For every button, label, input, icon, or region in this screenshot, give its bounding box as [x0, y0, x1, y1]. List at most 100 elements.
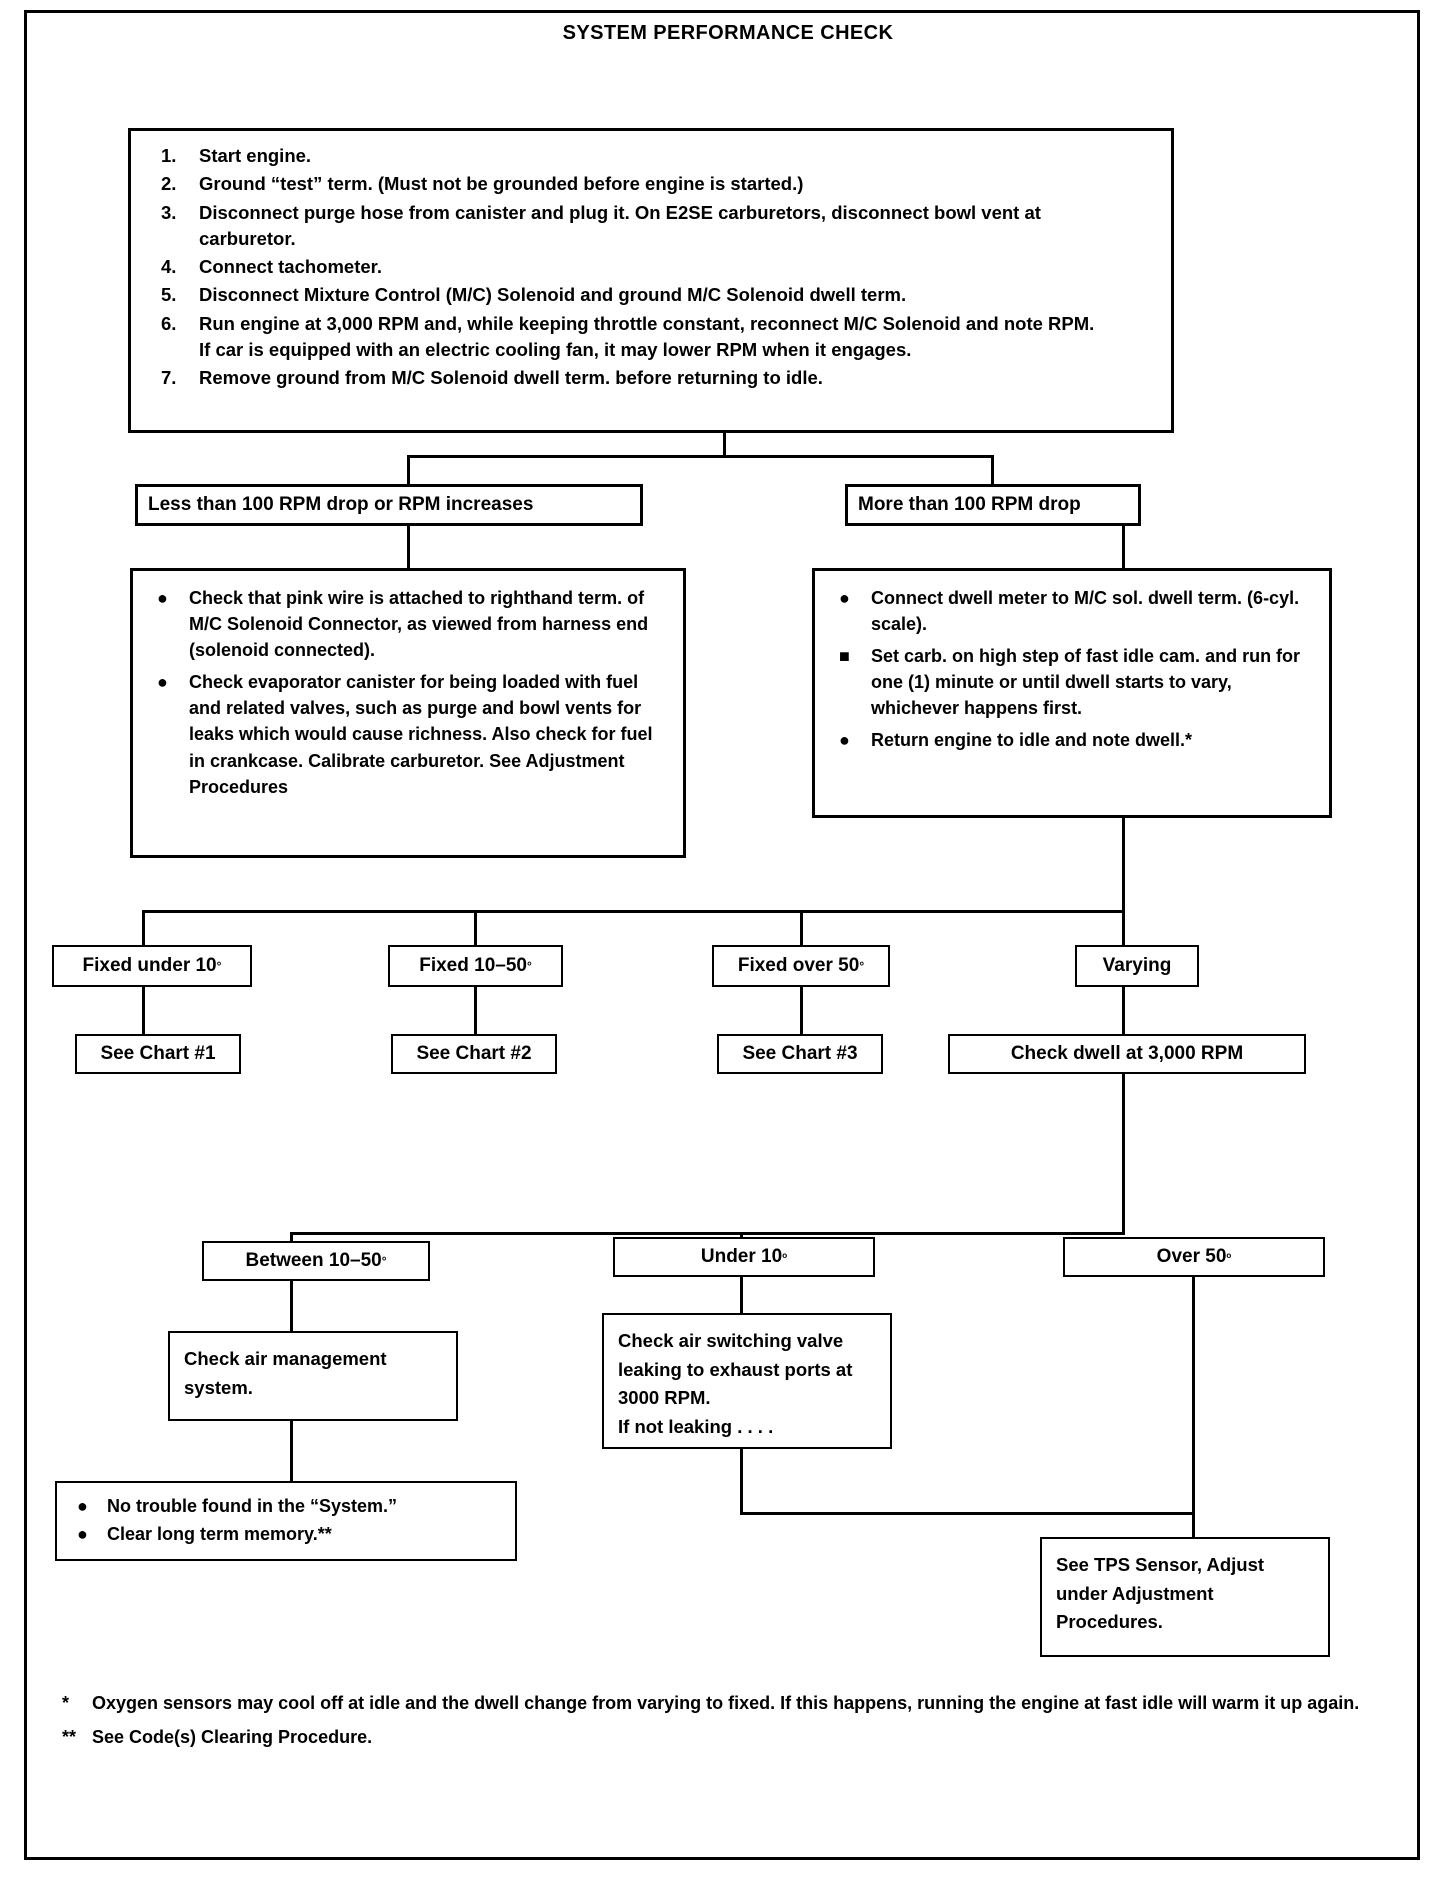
connector-check-dwell-to-split — [1122, 1074, 1125, 1235]
right-action-bullet-3: ● Return engine to idle and note dwell.* — [827, 727, 1317, 753]
dwell3000-label-between: Between 10–50° — [245, 1250, 387, 1271]
bullet-icon: ● — [157, 672, 168, 693]
connector-fixed-over-50-down — [800, 910, 803, 945]
left-action-bullet-1: ● Check that pink wire is attached to ri… — [145, 585, 671, 663]
step-7: 7. Remove ground from M/C Solenoid dwell… — [145, 365, 1157, 391]
step-text: Disconnect purge hose from canister and … — [199, 201, 1041, 223]
connector-second-split-horizontal — [290, 1232, 1125, 1235]
footnote-marker: * — [62, 1693, 70, 1713]
no-trouble-box: ● No trouble found in the “System.” ● Cl… — [55, 1481, 517, 1561]
bullet-icon: ● — [157, 588, 168, 608]
connector-varying-down — [1122, 910, 1125, 945]
dwell-box-fixed-over-50[interactable]: Fixed over 50° — [712, 945, 890, 987]
procedure-steps-box: 1. Start engine. 2. Ground “test” term. … — [128, 128, 1174, 433]
step-3: 3. Disconnect purge hose from canister a… — [145, 200, 1157, 253]
connector-chart3-down — [800, 987, 803, 1034]
dwell-label-fixed-over-50: Fixed over 50° — [737, 955, 865, 976]
air-switching-box: Check air switching valve leaking to exh… — [602, 1313, 892, 1449]
footnote-marker: ** — [62, 1727, 77, 1748]
right-action-text: Return engine to idle and note dwell.* — [871, 730, 1193, 751]
chart-box-2[interactable]: See Chart #2 — [391, 1034, 557, 1074]
procedure-steps-list: 1. Start engine. 2. Ground “test” term. … — [131, 131, 1171, 403]
left-action-text: Check that pink wire is attached to righ… — [189, 588, 649, 661]
check-dwell-box[interactable]: Check dwell at 3,000 RPM — [948, 1034, 1306, 1074]
step-4: 4. Connect tachometer. — [145, 254, 1157, 280]
step-1: 1. Start engine. — [145, 143, 1157, 169]
connector-right-actions-down — [1122, 526, 1125, 568]
chart-label-3: See Chart #3 — [742, 1043, 858, 1064]
branch-box-more-than-100[interactable]: More than 100 RPM drop — [845, 484, 1141, 526]
check-dwell-label: Check dwell at 3,000 RPM — [1010, 1043, 1244, 1064]
connector-fixed-10-50-down — [474, 910, 477, 945]
connector-air-switch-down — [740, 1449, 743, 1515]
bullet-icon: ● — [77, 1524, 88, 1545]
no-trouble-list: ● No trouble found in the “System.” ● Cl… — [57, 1483, 515, 1555]
right-actions-list: ● Connect dwell meter to M/C sol. dwell … — [815, 571, 1329, 772]
branch-label-more-than-100: More than 100 RPM drop — [858, 494, 1081, 515]
step-text-group: Disconnect purge hose from canister and … — [199, 200, 1157, 253]
chart-box-1[interactable]: See Chart #1 — [75, 1034, 241, 1074]
dwell-box-fixed-10-50[interactable]: Fixed 10–50° — [388, 945, 563, 987]
connector-right-actions-to-split — [1122, 818, 1125, 913]
no-trouble-text: Clear long term memory.** — [107, 1524, 332, 1545]
step-number: 1. — [161, 145, 177, 166]
step-number: 7. — [161, 367, 177, 389]
page-title: SYSTEM PERFORMANCE CHECK — [562, 22, 894, 44]
air-switching-text-line2: If not leaking . . . . — [618, 1416, 774, 1438]
dwell-label-fixed-10-50: Fixed 10–50° — [419, 955, 532, 976]
step-text: Disconnect Mixture Control (M/C) Solenoi… — [199, 284, 907, 306]
bullet-icon: ● — [77, 1496, 88, 1516]
dwell-label-varying: Varying — [1102, 955, 1172, 976]
connector-air-mgmt-to-no-trouble — [290, 1421, 293, 1481]
footnote-2: ** See Code(s) Clearing Procedure. — [62, 1724, 1392, 1750]
step-6: 6. Run engine at 3,000 RPM and, while ke… — [145, 311, 1157, 364]
connector-steps-down — [723, 433, 726, 455]
dwell-box-fixed-under-10[interactable]: Fixed under 10° — [52, 945, 252, 987]
left-action-text: Check evaporator canister for being load… — [189, 672, 653, 797]
step-text-cont: carburetor. — [199, 227, 296, 249]
footnote-text: Oxygen sensors may cool off at idle and … — [92, 1693, 1360, 1713]
connector-branch-left-down — [407, 455, 410, 484]
right-actions-box: ● Connect dwell meter to M/C sol. dwell … — [812, 568, 1332, 818]
tps-sensor-text: See TPS Sensor, Adjust under Adjustment … — [1056, 1554, 1265, 1633]
footnote-text: See Code(s) Clearing Procedure. — [92, 1727, 373, 1748]
connector-check-dwell-down — [1122, 987, 1125, 1034]
tps-sensor-box: See TPS Sensor, Adjust under Adjustment … — [1040, 1537, 1330, 1657]
right-action-bullet-1: ● Connect dwell meter to M/C sol. dwell … — [827, 585, 1317, 637]
connector-under10-to-air-switch — [740, 1277, 743, 1313]
step-number: 3. — [161, 201, 177, 223]
dwell3000-text: Between 10–50 — [245, 1250, 382, 1271]
connector-branch-right-down — [991, 455, 994, 484]
air-switching-text: Check air switching valve leaking to exh… — [618, 1330, 853, 1409]
dwell-box-varying[interactable]: Varying — [1075, 945, 1199, 987]
connector-over50-down — [1192, 1277, 1195, 1537]
branch-label-less-than-100: Less than 100 RPM drop or RPM increases — [148, 494, 534, 515]
no-trouble-bullet-2: ● Clear long term memory.** — [65, 1521, 507, 1547]
step-2: 2. Ground “test” term. (Must not be grou… — [145, 171, 1157, 197]
right-action-text: Connect dwell meter to M/C sol. dwell te… — [871, 588, 1300, 635]
dwell3000-box-between-10-50[interactable]: Between 10–50° — [202, 1241, 430, 1281]
step-text: Ground “test” term. (Must not be grounde… — [199, 173, 804, 195]
step-5: 5. Disconnect Mixture Control (M/C) Sole… — [145, 282, 1157, 308]
connector-chart2-down — [474, 987, 477, 1034]
left-action-bullet-2: ● Check evaporator canister for being lo… — [145, 669, 671, 799]
chart-box-3[interactable]: See Chart #3 — [717, 1034, 883, 1074]
connector-branch-horizontal — [407, 455, 994, 458]
dwell-label-fixed-under-10: Fixed under 10° — [82, 955, 222, 976]
branch-box-less-than-100[interactable]: Less than 100 RPM drop or RPM increases — [135, 484, 643, 526]
step-text: Remove ground from M/C Solenoid dwell te… — [199, 367, 823, 389]
dwell-text: Fixed over 50 — [737, 955, 860, 976]
step-text: Start engine. — [199, 145, 312, 166]
step-text: Connect tachometer. — [199, 256, 382, 278]
chart-label-2: See Chart #2 — [416, 1043, 532, 1064]
bullet-icon: ● — [839, 730, 850, 751]
connector-under-10-down — [740, 1232, 743, 1241]
dwell3000-text: Under 10 — [700, 1246, 783, 1267]
dwell-text: Fixed under 10 — [82, 955, 217, 976]
page-border — [24, 10, 1420, 1860]
